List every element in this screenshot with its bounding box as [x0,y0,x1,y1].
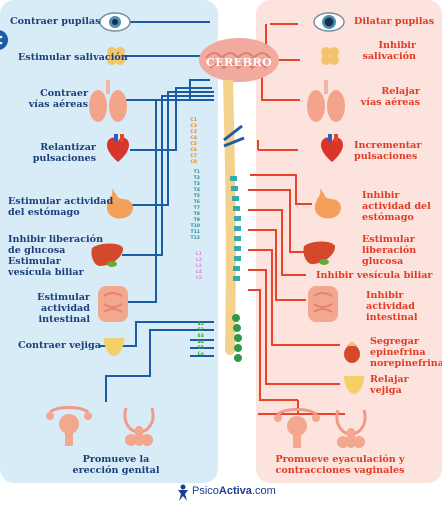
brand-figure-icon [178,484,188,501]
sympathetic-panel [256,0,442,483]
eye-icon [99,12,131,32]
line-left-heart [130,87,212,151]
arrow-icon [0,30,8,50]
kidney-adrenal-icon [344,341,360,363]
brain-icon [199,38,279,82]
lungs-icon [307,80,345,122]
stomach-icon [106,188,133,219]
lungs-icon [89,80,127,122]
stomach-icon [314,188,341,219]
liver-icon [303,241,336,265]
intestine-icon [308,286,338,322]
line-right-stomach [250,174,312,205]
salivary-gland-icon [107,47,125,65]
female-reproductive-icon [274,408,320,448]
line-right-airways [261,72,300,101]
line-right-gallbladder [248,209,306,276]
line-right-bladder [248,269,340,385]
liver-icon [91,243,124,267]
female-reproductive-icon [46,406,92,446]
line-right-liver [248,189,304,253]
male-reproductive-icon [123,407,155,446]
line-right-adrenal [248,249,340,346]
male-reproductive-icon [335,409,367,448]
line-left-liver [122,95,214,256]
bladder-icon [104,338,124,356]
line-right-intestine [248,229,306,301]
brand-name: PsicoActiva.com [192,485,276,497]
brand-logo: PsicoActiva.com [176,482,296,504]
line-left-stomach [132,91,214,206]
spinal-cord [223,80,245,362]
heart-icon [106,134,130,162]
label-contraer-vejiga: Contraer vejiga [18,340,101,351]
label-contraer-pupilas: Contraer pupilas [10,16,101,27]
brain-label: CEREBRO [206,56,273,69]
heart-icon [320,134,344,162]
intestine-icon [98,286,128,322]
label-estimular-salivacion: Estimular salivación [18,52,128,63]
line-left-genital [105,329,214,402]
label-dilatar-pupilas: Dilatar pupilas [354,16,435,27]
eye-icon [313,12,345,32]
salivary-gland-icon [321,47,339,65]
line-left-intestine [126,99,214,303]
bladder-icon [344,376,364,394]
label-inhibir-vesicula: Inhibir vesícula biliar [316,270,433,281]
